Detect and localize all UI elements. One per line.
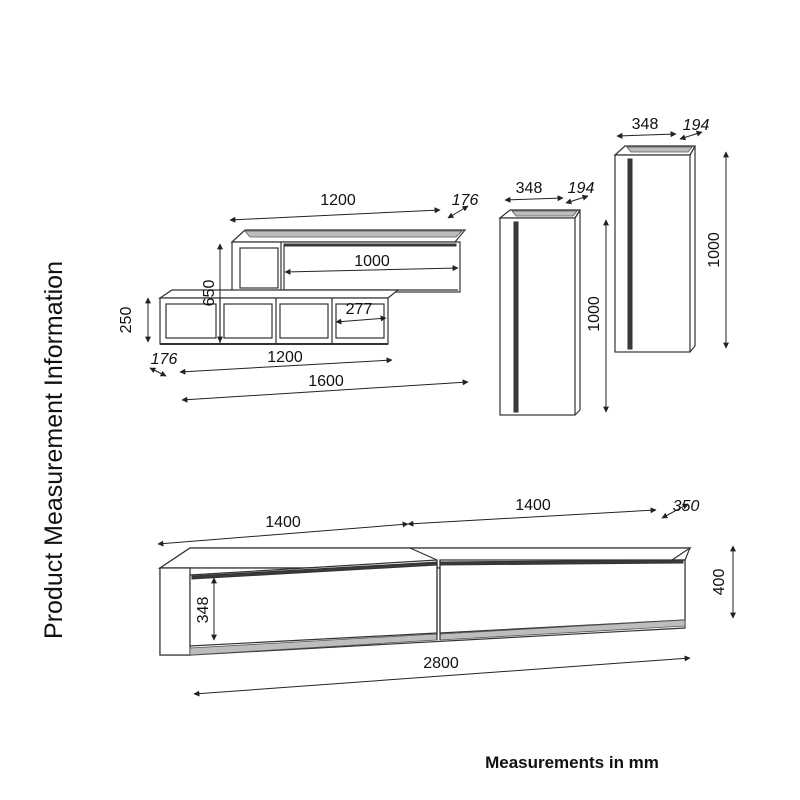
- dim-tv-total-width: 2800: [423, 655, 459, 672]
- wall-cabinet-2: 348 194 1000: [613, 116, 729, 353]
- dim-tv-height: 400: [711, 569, 728, 596]
- upper-cabinet-door: [283, 243, 457, 247]
- dim-tv-right-width: 1400: [515, 497, 551, 514]
- dim-shelf-height: 650: [201, 280, 218, 307]
- dim-tv-door-height: 348: [195, 597, 212, 624]
- dim-cabinet-2-height: 1000: [706, 232, 723, 268]
- upper-shelf-front: [231, 241, 461, 293]
- dim-lower-depth: 176: [151, 351, 178, 368]
- dim-upper-cabinet-width: 1000: [354, 253, 390, 270]
- dim-lower-height: 250: [118, 307, 135, 334]
- cabinet-1-body: [499, 217, 576, 416]
- cabinet-1-door-edge: [513, 221, 519, 413]
- product-measurement-title: Product Measurement Information: [40, 261, 68, 639]
- dim-cabinet-1-depth: 194: [568, 180, 595, 197]
- dim-top-depth: 176: [452, 192, 479, 209]
- lower-shelf-top: [158, 289, 400, 299]
- dim-tv-left-width: 1400: [265, 514, 301, 531]
- dim-cabinet-1-height: 1000: [586, 296, 603, 332]
- wall-cabinet-1: 348 194 1000: [498, 180, 609, 416]
- tv-unit-left-door: [189, 559, 438, 647]
- wall-shelf-unit: 1200 176 1000 650 250 277 176 1200 1600: [118, 192, 479, 403]
- cabinet-2-door-edge: [627, 158, 633, 350]
- dim-top-width: 1200: [320, 192, 356, 209]
- dim-cabinet-2-width: 348: [632, 116, 659, 133]
- dim-tv-depth: 350: [673, 498, 700, 515]
- dim-cell-width: 277: [346, 301, 373, 318]
- tv-unit-left-side: [159, 567, 191, 656]
- tv-unit: 1400 1400 350 400 348 2800: [157, 497, 736, 697]
- measurements-note: Measurements in mm: [485, 753, 659, 772]
- dim-cabinet-1-width: 348: [516, 180, 543, 197]
- cabinet-2-body: [614, 154, 691, 353]
- dim-cabinet-2-depth: 194: [683, 117, 710, 134]
- dim-total-width: 1600: [308, 373, 344, 390]
- dim-lower-width: 1200: [267, 349, 303, 366]
